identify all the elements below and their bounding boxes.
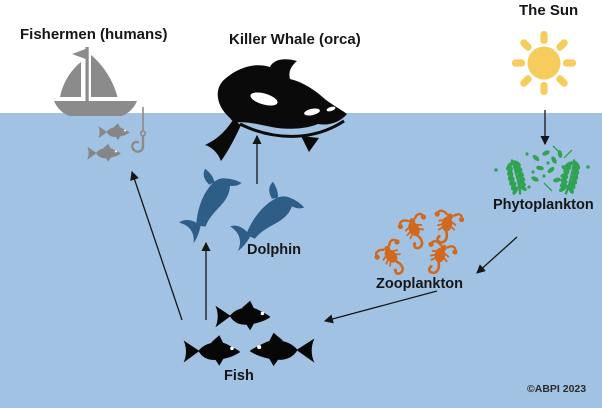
arrow-phytoplankton-to-zooplankton — [476, 236, 518, 274]
dolphin-icon — [165, 159, 305, 252]
ocean-background — [0, 113, 602, 408]
sun-icon — [512, 31, 576, 95]
caught-fish-icon — [87, 123, 130, 162]
fishermen-label: Fishermen (humans) — [20, 26, 168, 43]
zooplankton-icon — [370, 206, 467, 282]
phytoplankton-icon — [494, 145, 590, 198]
fish-icon — [183, 300, 315, 367]
sun-label: The Sun — [519, 2, 579, 19]
sailboat-icon — [54, 47, 137, 116]
dolphin-label: Dolphin — [247, 242, 301, 258]
killer-whale-icon — [205, 59, 347, 161]
fishing-hook-icon — [131, 107, 147, 153]
arrow-fish-to-fishermen — [130, 170, 183, 321]
phytoplankton-label: Phytoplankton — [493, 197, 594, 213]
arrow-zooplankton-to-fish — [323, 290, 438, 324]
zooplankton-label: Zooplankton — [376, 276, 463, 292]
fish-label: Fish — [224, 368, 254, 384]
killer-whale-label: Killer Whale (orca) — [229, 31, 361, 48]
copyright-text: ©ABPI 2023 — [527, 383, 587, 395]
